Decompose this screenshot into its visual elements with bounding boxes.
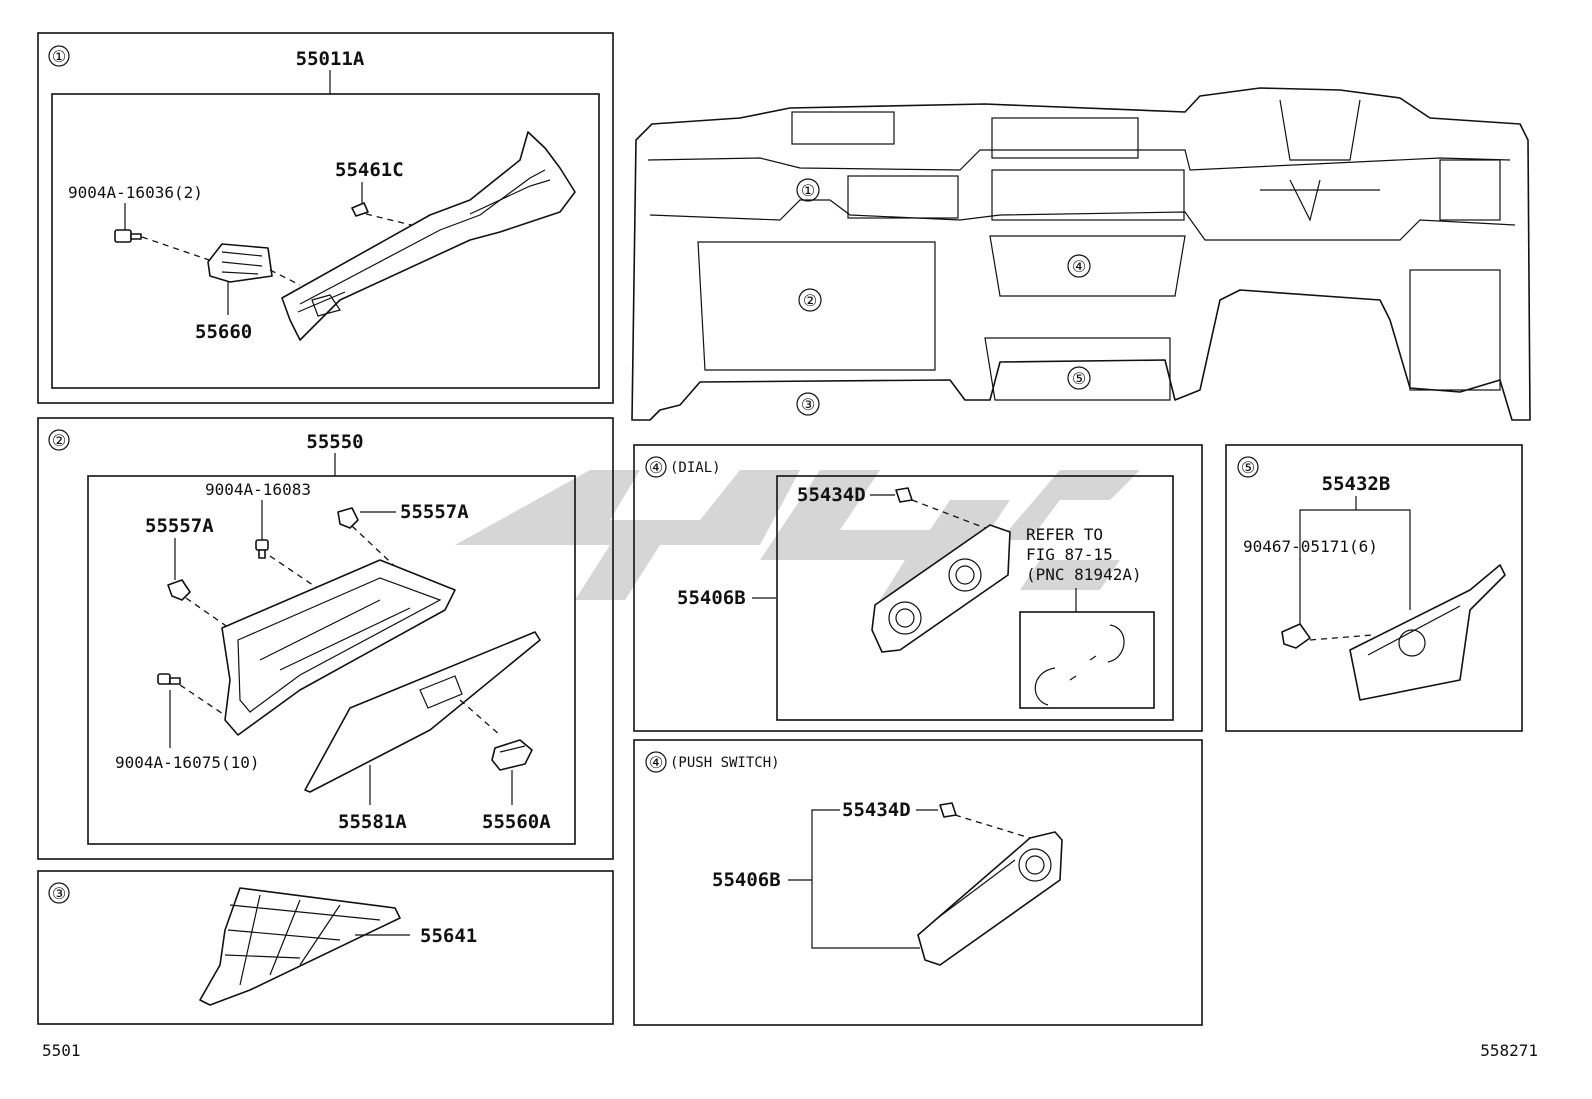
panel-4-dial-number: ④ bbox=[649, 458, 663, 477]
dash-marker-4: ④ bbox=[1072, 257, 1086, 276]
dashboard-overview: ① ② ③ ④ ⑤ bbox=[631, 87, 1531, 421]
panel-3: ③ 55641 bbox=[37, 870, 614, 1025]
dash-marker-1: ① bbox=[801, 181, 815, 200]
clip-icon bbox=[351, 202, 369, 217]
panel-5-assembly-label: 55432B bbox=[1322, 473, 1391, 495]
panel-4-dial: ④ (DIAL) 55434D 55406B REFER TO FIG 87-1… bbox=[633, 444, 1203, 732]
p3-cover-label: 55641 bbox=[420, 925, 477, 947]
clip-icon bbox=[895, 487, 913, 503]
p5-clip-label: 90467-05171(6) bbox=[1243, 537, 1378, 556]
footer-left-code: 5501 bbox=[42, 1041, 81, 1060]
panel-2-number: ② bbox=[52, 431, 66, 450]
p4d-note-line-1: REFER TO bbox=[1026, 525, 1103, 544]
panel-4-push-caption: (PUSH SWITCH) bbox=[670, 755, 780, 771]
glove-box-cover-icon bbox=[199, 887, 401, 1006]
p2-stopper-left-label: 55557A bbox=[145, 515, 214, 537]
screw-icon bbox=[255, 539, 269, 559]
panel-5: ⑤ 55432B 90467-05171(6) bbox=[1225, 444, 1523, 732]
dash-marker-3: ③ bbox=[801, 395, 815, 414]
clip-icon bbox=[1281, 623, 1311, 649]
stopper-icon bbox=[167, 579, 191, 601]
trim-bracket-icon bbox=[1349, 564, 1506, 701]
bolt-icon bbox=[114, 229, 142, 243]
panel-3-number: ③ bbox=[52, 884, 66, 903]
panel-4-push-number: ④ bbox=[649, 753, 663, 772]
dash-marker-2: ② bbox=[803, 291, 817, 310]
panel-2: ② 55550 9004A-16083 55557A 55557A 9004A-… bbox=[37, 417, 614, 860]
panel-2-assembly-label: 55550 bbox=[306, 431, 363, 453]
panel-4-push-switch: ④ (PUSH SWITCH) 55434D 55406B bbox=[633, 739, 1203, 1026]
ring-icon bbox=[1034, 667, 1077, 706]
p1-clip-label: 55461C bbox=[335, 159, 404, 181]
p2-stopper-right-label: 55557A bbox=[400, 501, 469, 523]
p2-door-label: 55581A bbox=[338, 811, 407, 833]
p2-screw-bottom-label: 9004A-16075(10) bbox=[115, 753, 260, 772]
screw-icon bbox=[157, 673, 181, 685]
dial-panel-icon bbox=[871, 524, 1011, 653]
watermark-logo bbox=[455, 470, 1140, 600]
p4d-note-line-2: FIG 87-15 bbox=[1026, 545, 1113, 564]
glove-box-icon bbox=[221, 559, 456, 736]
glove-box-door-icon bbox=[304, 631, 541, 793]
dash-marker-5: ⑤ bbox=[1072, 369, 1086, 388]
p4d-panel-label: 55406B bbox=[677, 587, 746, 609]
ring-icon bbox=[1089, 624, 1125, 663]
instrument-panel-trim-icon bbox=[281, 131, 576, 341]
panel-1: ① 55011A 9004A-16036(2) 55461C 55660 bbox=[37, 32, 614, 404]
panel-5-number: ⑤ bbox=[1241, 458, 1255, 477]
vent-icon bbox=[207, 243, 273, 283]
clip-icon bbox=[939, 802, 957, 818]
p4p-clip-label: 55434D bbox=[842, 799, 911, 821]
p4p-panel-label: 55406B bbox=[712, 869, 781, 891]
p4d-note-line-3: (PNC 81942A) bbox=[1026, 565, 1142, 584]
stopper-icon bbox=[337, 507, 359, 529]
lock-icon bbox=[491, 739, 533, 771]
panel-4-dial-caption: (DIAL) bbox=[670, 460, 721, 476]
panel-1-number: ① bbox=[52, 47, 66, 66]
p2-lock-label: 55560A bbox=[482, 811, 551, 833]
p4d-clip-label: 55434D bbox=[797, 484, 866, 506]
p1-vent-label: 55660 bbox=[195, 321, 252, 343]
panel-1-assembly-label: 55011A bbox=[296, 48, 365, 70]
p2-screw-top-label: 9004A-16083 bbox=[205, 480, 311, 499]
footer-right-code: 558271 bbox=[1480, 1041, 1538, 1060]
p1-bolt-label: 9004A-16036(2) bbox=[68, 183, 203, 202]
push-switch-panel-icon bbox=[917, 831, 1063, 966]
